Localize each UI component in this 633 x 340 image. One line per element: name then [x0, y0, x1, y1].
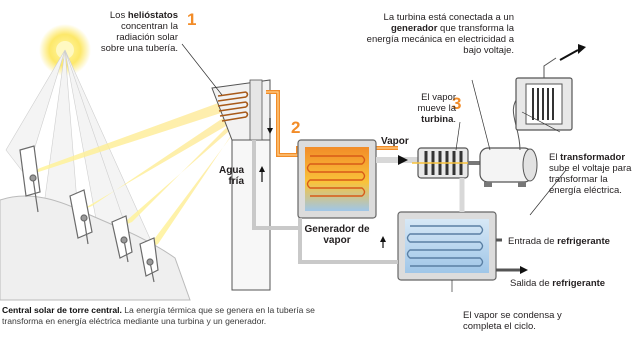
condensate-pipe [298, 218, 398, 264]
steam-generator [297, 139, 377, 219]
heliostat [19, 145, 41, 213]
turbine [412, 147, 480, 179]
caption-text: La energía térmica que se genera en la t… [2, 305, 315, 326]
receiver-coils [217, 91, 249, 122]
transformer [515, 44, 586, 131]
step-2-marker: 2 [291, 118, 301, 137]
step-3-marker: 3 [452, 94, 462, 113]
heliostats [19, 145, 159, 283]
vapor-label: Vapor [381, 136, 409, 147]
figure-caption: Central solar de torre central. La energ… [2, 305, 332, 326]
coolant-arrows [496, 238, 528, 274]
heliostat [69, 189, 93, 245]
sun-rays [5, 49, 157, 263]
flow-arrows [259, 118, 386, 248]
caption-title: Central solar de torre central. [2, 305, 122, 315]
leader-lines [181, 43, 567, 292]
steam-moves-label: El vapor mueve la turbina. [417, 92, 456, 125]
step-1-marker: 1 [187, 10, 197, 29]
reflected-beams [26, 98, 236, 250]
heliostat [111, 215, 133, 263]
vapor-arrow [398, 155, 408, 165]
steam-generator-label: Generador de vapor [304, 224, 370, 246]
coolant-in-label: Entrada de refrigerante [508, 236, 610, 247]
hillside [0, 195, 191, 301]
generator [479, 147, 538, 187]
heliostats-label: Los helióstatos concentran la radiación … [100, 10, 178, 54]
condense-label: El vapor se condensa y completa el ciclo… [463, 310, 562, 332]
cold-water-label: Agua fría [219, 165, 244, 187]
coolant-out-label: Salida de refrigerante [510, 278, 606, 289]
turbine-generator-label: La turbina está conectada a un generador… [366, 12, 514, 56]
heliostat [139, 237, 159, 283]
condenser [397, 211, 497, 281]
transformer-label: El transformador sube el voltaje para tr… [549, 152, 632, 196]
